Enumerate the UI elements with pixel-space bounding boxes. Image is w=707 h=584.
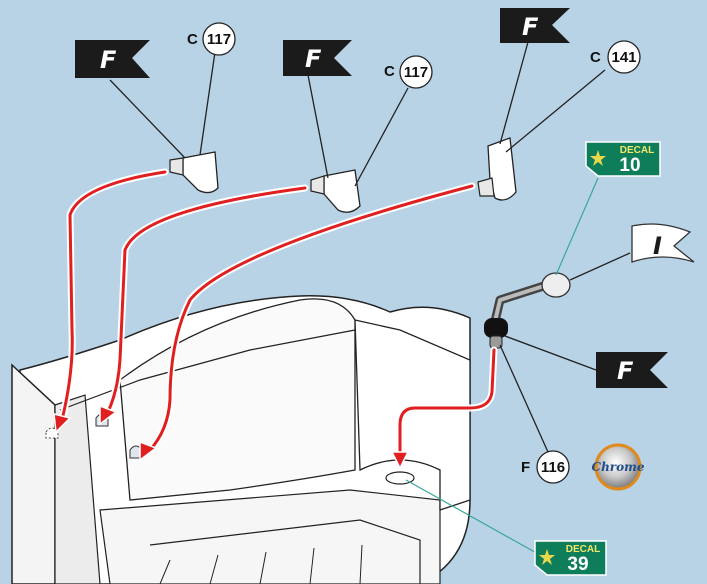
svg-text:117: 117 xyxy=(404,64,428,81)
svg-text:I: I xyxy=(653,232,662,260)
flag-f-4: F xyxy=(596,352,668,388)
svg-text:116: 116 xyxy=(541,459,565,476)
flag-i-white: I xyxy=(632,224,694,262)
part-c117-middle xyxy=(311,170,360,212)
svg-text:141: 141 xyxy=(611,49,636,66)
gear-lever xyxy=(484,273,570,348)
decal-10-tag: DECAL 10 xyxy=(586,142,660,176)
flag-f-3: F xyxy=(500,8,570,43)
callout-c117-middle: C 117 xyxy=(384,56,432,88)
flag-f-1: F xyxy=(75,40,150,78)
svg-text:C: C xyxy=(187,31,198,48)
svg-text:C: C xyxy=(590,49,601,66)
svg-text:F: F xyxy=(305,45,322,73)
svg-text:117: 117 xyxy=(207,31,231,48)
svg-text:F: F xyxy=(522,13,539,41)
callout-c141: C 141 xyxy=(590,41,640,73)
svg-text:10: 10 xyxy=(619,155,640,176)
callout-f116: F 116 xyxy=(521,451,569,483)
svg-text:Chrome: Chrome xyxy=(592,460,645,474)
part-c117-left xyxy=(170,152,218,193)
svg-text:39: 39 xyxy=(567,554,588,575)
callout-c117-left: C 117 xyxy=(187,23,235,55)
flag-f-2: F xyxy=(283,40,352,76)
svg-text:C: C xyxy=(384,63,395,80)
svg-text:F: F xyxy=(521,459,530,476)
chrome-badge: Chrome xyxy=(592,445,645,489)
svg-text:F: F xyxy=(617,357,634,385)
svg-text:F: F xyxy=(100,46,117,74)
decal-39-tag: DECAL 39 xyxy=(535,541,606,575)
part-c141 xyxy=(478,138,516,200)
